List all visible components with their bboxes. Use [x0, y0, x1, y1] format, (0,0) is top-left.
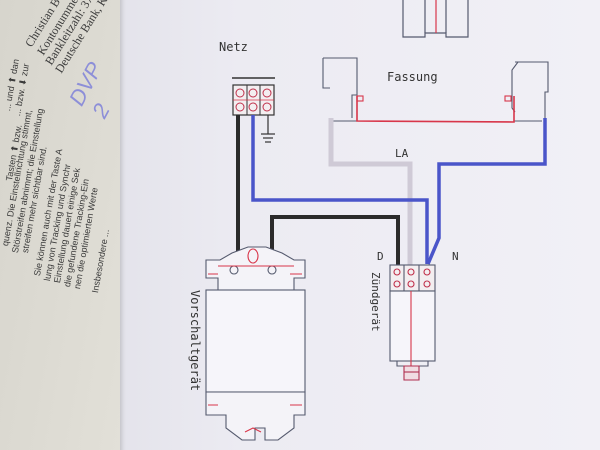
label-terminal-d: D: [377, 250, 384, 263]
label-ballast: Vorschaltgerät: [188, 290, 202, 391]
top-component: [402, 0, 469, 38]
label-igniter: Zündgerät: [369, 272, 382, 332]
igniter: [389, 264, 436, 381]
wire-neutral-mains: [251, 115, 429, 264]
label-terminal-n: N: [452, 250, 459, 263]
background-paper-sheet: Christian Bel Kontonummer: Bankleitzahl:…: [0, 0, 120, 450]
lamp-socket: [322, 57, 549, 122]
socket-internal-wire: [356, 96, 515, 123]
wire-ballast-to-igniter: [270, 215, 400, 268]
wire-lamp-la: [328, 118, 413, 268]
label-lamp-wire: LA: [395, 147, 409, 160]
wire-neutral-socket: [426, 118, 547, 265]
mains-terminal-block: [232, 77, 275, 116]
label-mains: Netz: [219, 40, 248, 54]
ballast: [205, 246, 306, 441]
ground-symbol-icon: [261, 115, 275, 143]
label-lamp-socket: Fassung: [387, 70, 438, 84]
